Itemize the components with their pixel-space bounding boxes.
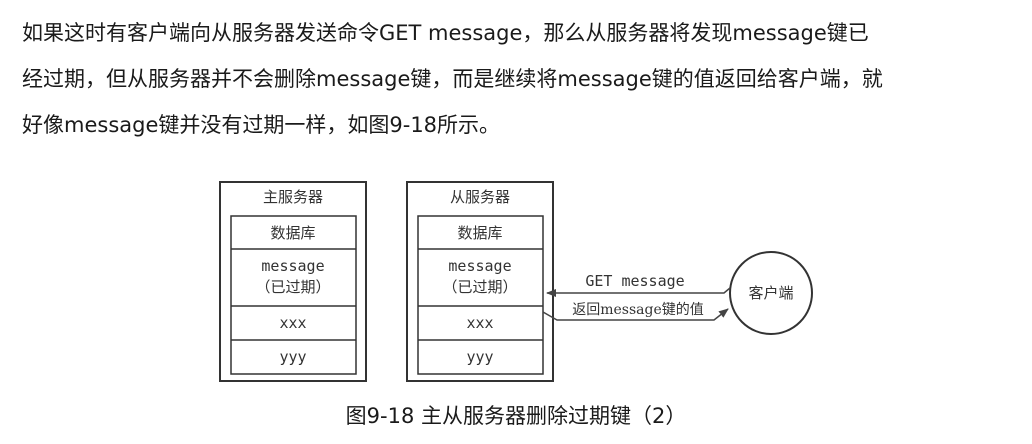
response-label: 返回message键的值 (572, 302, 704, 318)
slave-database-label: 数据库 (457, 224, 502, 242)
master-server-box: 主服务器 数据库 message （已过期） xxx yyy (219, 181, 367, 382)
paragraph-line-2: 经过期，但从服务器并不会删除message键，而是继续将message键的值返回… (22, 67, 883, 91)
master-key-message-name: message (261, 257, 324, 275)
figure-caption: 图9-18 主从服务器删除过期键（2） (345, 404, 687, 428)
client-node: 客户端 (729, 251, 813, 335)
slave-key-xxx: xxx (466, 314, 493, 332)
master-database-label: 数据库 (270, 224, 315, 242)
master-key-yyy: yyy (279, 348, 306, 366)
paragraph-line-1: 如果这时有客户端向从服务器发送命令GET message，那么从服务器将发现me… (22, 21, 869, 45)
request-label: GET message (585, 272, 684, 290)
response-arrow: 返回message键的值 (542, 302, 729, 321)
master-key-xxx: xxx (279, 314, 306, 332)
slave-server-box: 从服务器 数据库 message （已过期） xxx yyy (406, 181, 554, 382)
slave-database: 数据库 message （已过期） xxx yyy (417, 215, 544, 375)
master-server-title: 主服务器 (263, 188, 323, 206)
paragraph-line-3: 好像message键并没有过期一样，如图9-18所示。 (22, 113, 501, 137)
request-arrow: GET message (546, 272, 731, 297)
master-key-message-status: （已过期） (255, 278, 330, 296)
slave-key-yyy: yyy (466, 348, 493, 366)
client-label: 客户端 (748, 284, 793, 302)
master-database: 数据库 message （已过期） xxx yyy (230, 215, 357, 375)
master-slave-diagram: 主服务器 数据库 message （已过期） xxx yyy 从服务器 数据库 … (219, 181, 813, 382)
body-paragraph: 如果这时有客户端向从服务器发送命令GET message，那么从服务器将发现me… (22, 10, 1022, 148)
slave-key-message-name: message (448, 257, 511, 275)
slave-key-message-status: （已过期） (442, 278, 517, 296)
slave-server-title: 从服务器 (450, 188, 510, 206)
